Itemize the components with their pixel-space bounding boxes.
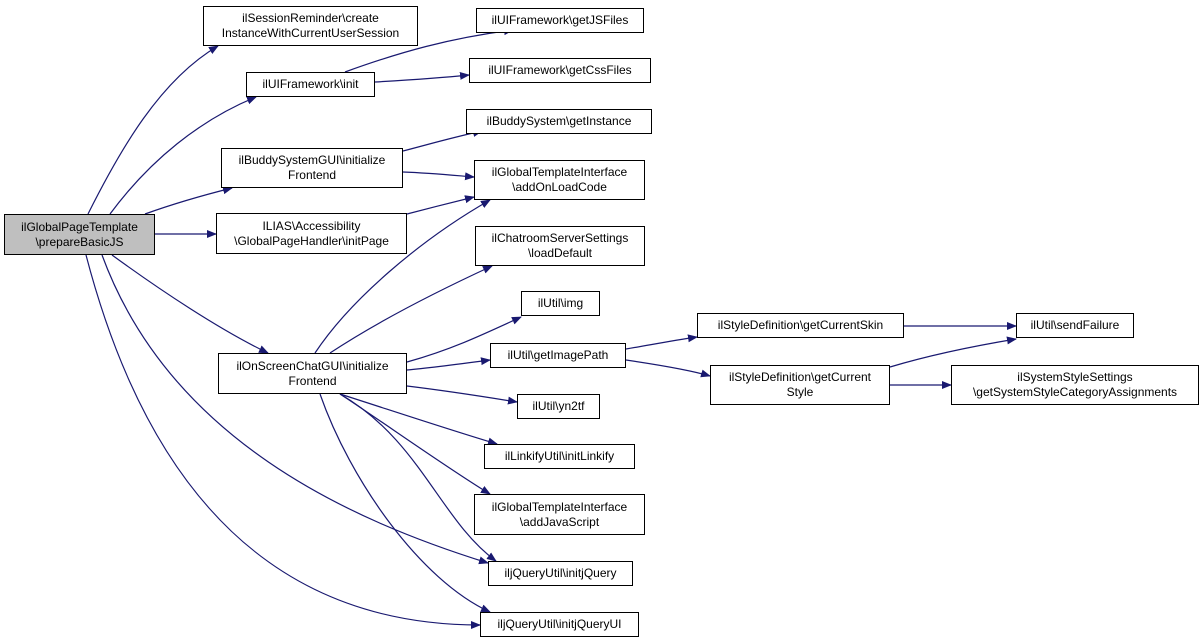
node-label-line: ilLinkifyUtil\initLinkify: [504, 449, 615, 463]
node-label-line: ilStyleDefinition\getCurrentSkin: [717, 318, 884, 332]
node-label-line: \addJavaScript: [519, 514, 600, 529]
node-label-line: iljQueryUtil\initjQueryUI: [497, 617, 622, 631]
edge-osc_gui-chat: [329, 265, 493, 354]
node-global-template-add-onload-code[interactable]: ilGlobalTemplateInterface \addOnLoadCode: [474, 160, 645, 200]
node-label-line: ilUtil\yn2tf: [532, 399, 585, 413]
node-label-line: ilBuddySystem\getInstance: [486, 114, 632, 128]
node-accessibility-init-page[interactable]: ILIAS\Accessibility \GlobalPageHandler\i…: [216, 213, 407, 254]
node-label-line: ilBuddySystemGUI\initialize: [238, 153, 386, 167]
node-label-line: \GlobalPageHandler\initPage: [234, 233, 389, 248]
node-util-send-failure[interactable]: ilUtil\sendFailure: [1016, 313, 1134, 338]
edge-root-jq: [101, 254, 489, 565]
node-onscreen-chat-gui[interactable]: ilOnScreenChatGUI\initialize Frontend: [218, 353, 407, 394]
node-label-line: ilSystemStyleSettings: [1017, 370, 1133, 384]
node-label-line: ilUtil\getImagePath: [507, 348, 609, 362]
edge-imgpath-style: [625, 359, 711, 378]
node-label-line: ilGlobalTemplateInterface: [491, 499, 628, 514]
node-label-line: ilUIFramework\getJSFiles: [491, 13, 629, 27]
node-util-img[interactable]: ilUtil\img: [521, 291, 600, 316]
edge-uifw_init-js: [344, 27, 514, 73]
node-label-line: iljQueryUtil\initjQuery: [504, 566, 617, 580]
node-label-line: Frontend: [288, 373, 337, 388]
node-buddy-system-get-instance[interactable]: ilBuddySystem\getInstance: [466, 109, 652, 134]
edge-osc_gui-imgpath: [406, 357, 491, 371]
node-root-prepare-basic-js[interactable]: ilGlobalPageTemplate \prepareBasicJS: [4, 214, 155, 255]
node-label-line: ilOnScreenChatGUI\initialize: [236, 358, 389, 373]
node-label-line: Frontend: [287, 168, 337, 182]
node-label-line: ilUtil\sendFailure: [1030, 318, 1120, 332]
node-label-line: ilStyleDefinition\getCurrent: [728, 370, 872, 384]
node-util-get-image-path[interactable]: ilUtil\getImagePath: [490, 343, 626, 368]
node-label-line: ILIAS\Accessibility: [262, 218, 361, 233]
edge-root-uifw_init: [109, 96, 257, 215]
edge-osc_gui-jq: [339, 393, 497, 562]
edge-root-jqui: [85, 254, 481, 629]
node-chatroom-server-settings[interactable]: ilChatroomServerSettings \loadDefault: [475, 226, 645, 266]
node-jquery-ui-init[interactable]: iljQueryUtil\initjQueryUI: [480, 612, 639, 637]
node-style-get-current-skin[interactable]: ilStyleDefinition\getCurrentSkin: [697, 313, 904, 338]
edge-osc_gui-onload: [314, 199, 491, 354]
edge-style-fail: [889, 336, 1017, 368]
node-util-yn2tf[interactable]: ilUtil\yn2tf: [517, 394, 600, 419]
node-style-get-current-style[interactable]: ilStyleDefinition\getCurrent Style: [710, 365, 890, 405]
node-uiframework-init[interactable]: ilUIFramework\init: [246, 72, 375, 97]
node-label-line: ilSessionReminder\create: [242, 11, 379, 25]
edge-imgpath-skin: [625, 334, 698, 350]
edge-buddy_gui-inst: [402, 129, 483, 152]
node-label-line: \getSystemStyleCategoryAssignments: [972, 385, 1178, 399]
node-label-line: \prepareBasicJS: [35, 234, 124, 249]
node-label-line: \loadDefault: [527, 246, 593, 260]
edge-root-buddy_gui: [144, 186, 233, 215]
edge-osc_gui-jqui: [319, 393, 491, 613]
node-label-line: ilChatroomServerSettings: [491, 231, 629, 245]
node-label-line: \addOnLoadCode: [512, 180, 607, 194]
node-system-style-settings[interactable]: ilSystemStyleSettings \getSystemStyleCat…: [951, 365, 1199, 405]
edge-osc_gui-linkify: [339, 393, 498, 446]
node-jquery-init[interactable]: iljQueryUtil\initjQuery: [488, 561, 633, 586]
edge-access-onload: [406, 195, 475, 215]
edge-buddy_gui-onload: [402, 171, 475, 181]
node-label-line: InstanceWithCurrentUserSession: [221, 26, 400, 40]
edge-root-session: [87, 45, 219, 215]
node-buddy-system-gui[interactable]: ilBuddySystemGUI\initialize Frontend: [221, 148, 403, 188]
node-uiframework-get-js-files[interactable]: ilUIFramework\getJSFiles: [476, 8, 644, 33]
node-session-reminder[interactable]: ilSessionReminder\create InstanceWithCur…: [203, 6, 418, 46]
node-label-line: ilUIFramework\getCssFiles: [488, 63, 632, 77]
edge-osc_gui-img: [406, 316, 522, 363]
node-label-line: ilGlobalPageTemplate: [21, 219, 138, 234]
edge-root-osc_gui: [111, 254, 269, 354]
node-label-line: ilUtil\img: [537, 296, 584, 310]
edge-osc_gui-yn: [406, 385, 518, 405]
node-linkify-init[interactable]: ilLinkifyUtil\initLinkify: [484, 444, 635, 469]
node-label-line: ilUIFramework\init: [262, 77, 359, 91]
node-global-template-add-javascript[interactable]: ilGlobalTemplateInterface \addJavaScript: [474, 494, 645, 535]
edge-uifw_init-css: [374, 71, 470, 83]
node-label-line: ilGlobalTemplateInterface: [491, 165, 628, 179]
node-uiframework-get-css-files[interactable]: ilUIFramework\getCssFiles: [469, 58, 651, 83]
node-label-line: Style: [786, 385, 814, 399]
